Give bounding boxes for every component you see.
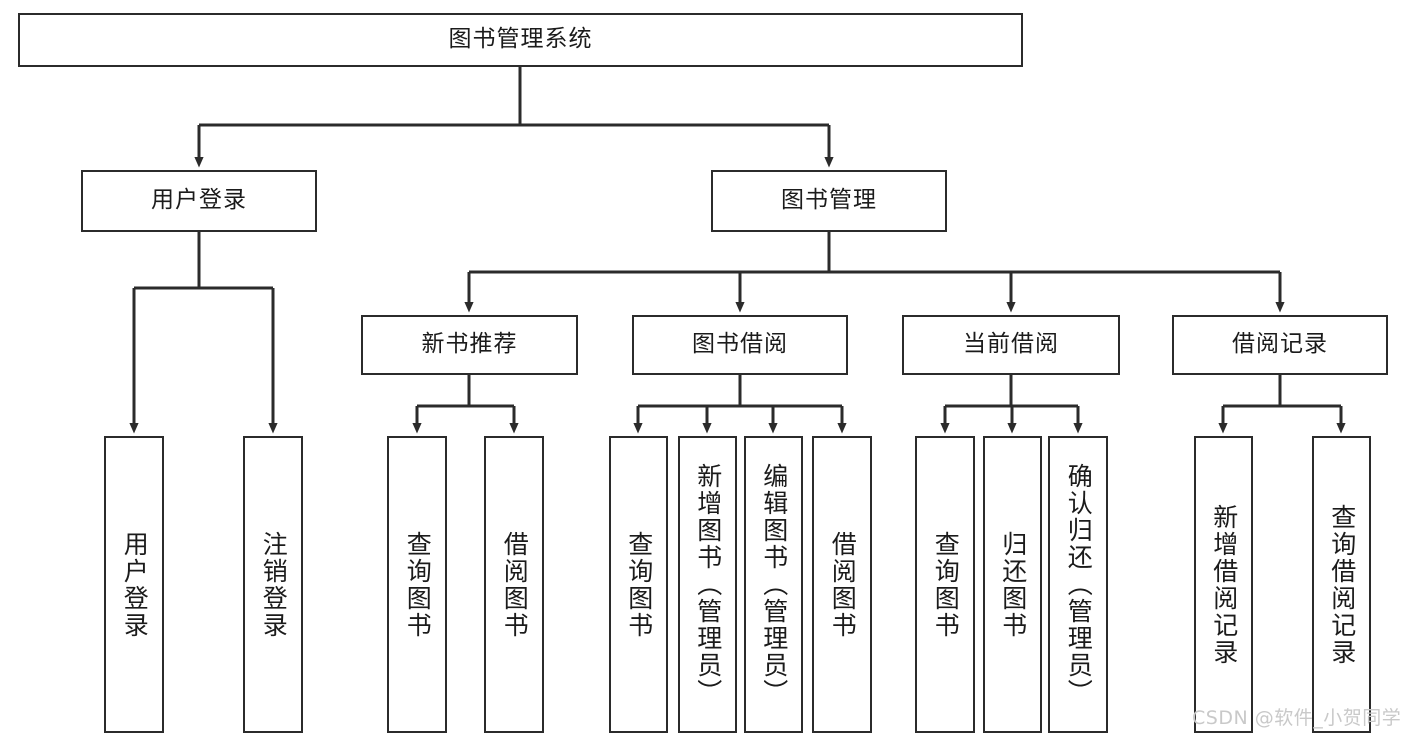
node-book-manage-label: 图书管理 [781, 187, 877, 214]
node-leaf-user-logout-label: 注销登录 [259, 530, 289, 639]
node-leaf-user-logout[interactable]: 注销登录 [243, 436, 303, 733]
node-leaf-query-record-label: 查询借阅记录 [1327, 503, 1357, 666]
node-user-login[interactable]: 用户登录 [81, 170, 317, 232]
node-new-book-rec-label: 新书推荐 [421, 331, 518, 358]
node-leaf-edit-book-label: 编辑图书（管理员） [759, 463, 789, 706]
node-root[interactable]: 图书管理系统 [18, 13, 1023, 67]
node-leaf-confirm-return-label: 确认归还（管理员） [1064, 463, 1094, 706]
node-leaf-return-book-label: 归还图书 [998, 530, 1028, 639]
node-leaf-add-book[interactable]: 新增图书（管理员） [678, 436, 737, 733]
node-book-manage[interactable]: 图书管理 [711, 170, 947, 232]
node-leaf-confirm-return[interactable]: 确认归还（管理员） [1048, 436, 1108, 733]
node-leaf-add-record-label: 新增借阅记录 [1209, 503, 1239, 666]
node-new-book-rec[interactable]: 新书推荐 [361, 315, 578, 375]
node-leaf-query-book-borrow[interactable]: 查询图书 [609, 436, 668, 733]
node-leaf-query-book-cur-label: 查询图书 [931, 530, 961, 639]
node-borrow-record-label: 借阅记录 [1232, 331, 1328, 358]
node-leaf-add-book-label: 新增图书（管理员） [693, 463, 723, 706]
node-leaf-borrow-book[interactable]: 借阅图书 [812, 436, 872, 733]
node-leaf-query-book-rec-label: 查询图书 [403, 530, 433, 639]
node-leaf-borrow-book-rec[interactable]: 借阅图书 [484, 436, 544, 733]
watermark: CSDN @软件_小贺同学 [1192, 707, 1402, 729]
node-leaf-user-login-label: 用户登录 [120, 530, 150, 639]
node-leaf-user-login[interactable]: 用户登录 [104, 436, 164, 733]
node-leaf-return-book[interactable]: 归还图书 [983, 436, 1042, 733]
node-leaf-query-book-cur[interactable]: 查询图书 [915, 436, 975, 733]
node-user-login-label: 用户登录 [151, 187, 247, 214]
node-current-borrow-label: 当前借阅 [963, 331, 1059, 358]
node-current-borrow[interactable]: 当前借阅 [902, 315, 1120, 375]
node-leaf-add-record[interactable]: 新增借阅记录 [1194, 436, 1253, 733]
node-leaf-query-record[interactable]: 查询借阅记录 [1312, 436, 1371, 733]
node-leaf-borrow-book-rec-label: 借阅图书 [500, 530, 530, 639]
node-leaf-query-book-rec[interactable]: 查询图书 [387, 436, 447, 733]
node-leaf-edit-book[interactable]: 编辑图书（管理员） [744, 436, 803, 733]
node-book-borrow-label: 图书借阅 [692, 331, 788, 358]
node-leaf-borrow-book-label: 借阅图书 [828, 530, 858, 639]
node-borrow-record[interactable]: 借阅记录 [1172, 315, 1388, 375]
node-leaf-query-book-borrow-label: 查询图书 [624, 530, 654, 639]
node-book-borrow[interactable]: 图书借阅 [632, 315, 848, 375]
node-root-label: 图书管理系统 [448, 26, 593, 53]
